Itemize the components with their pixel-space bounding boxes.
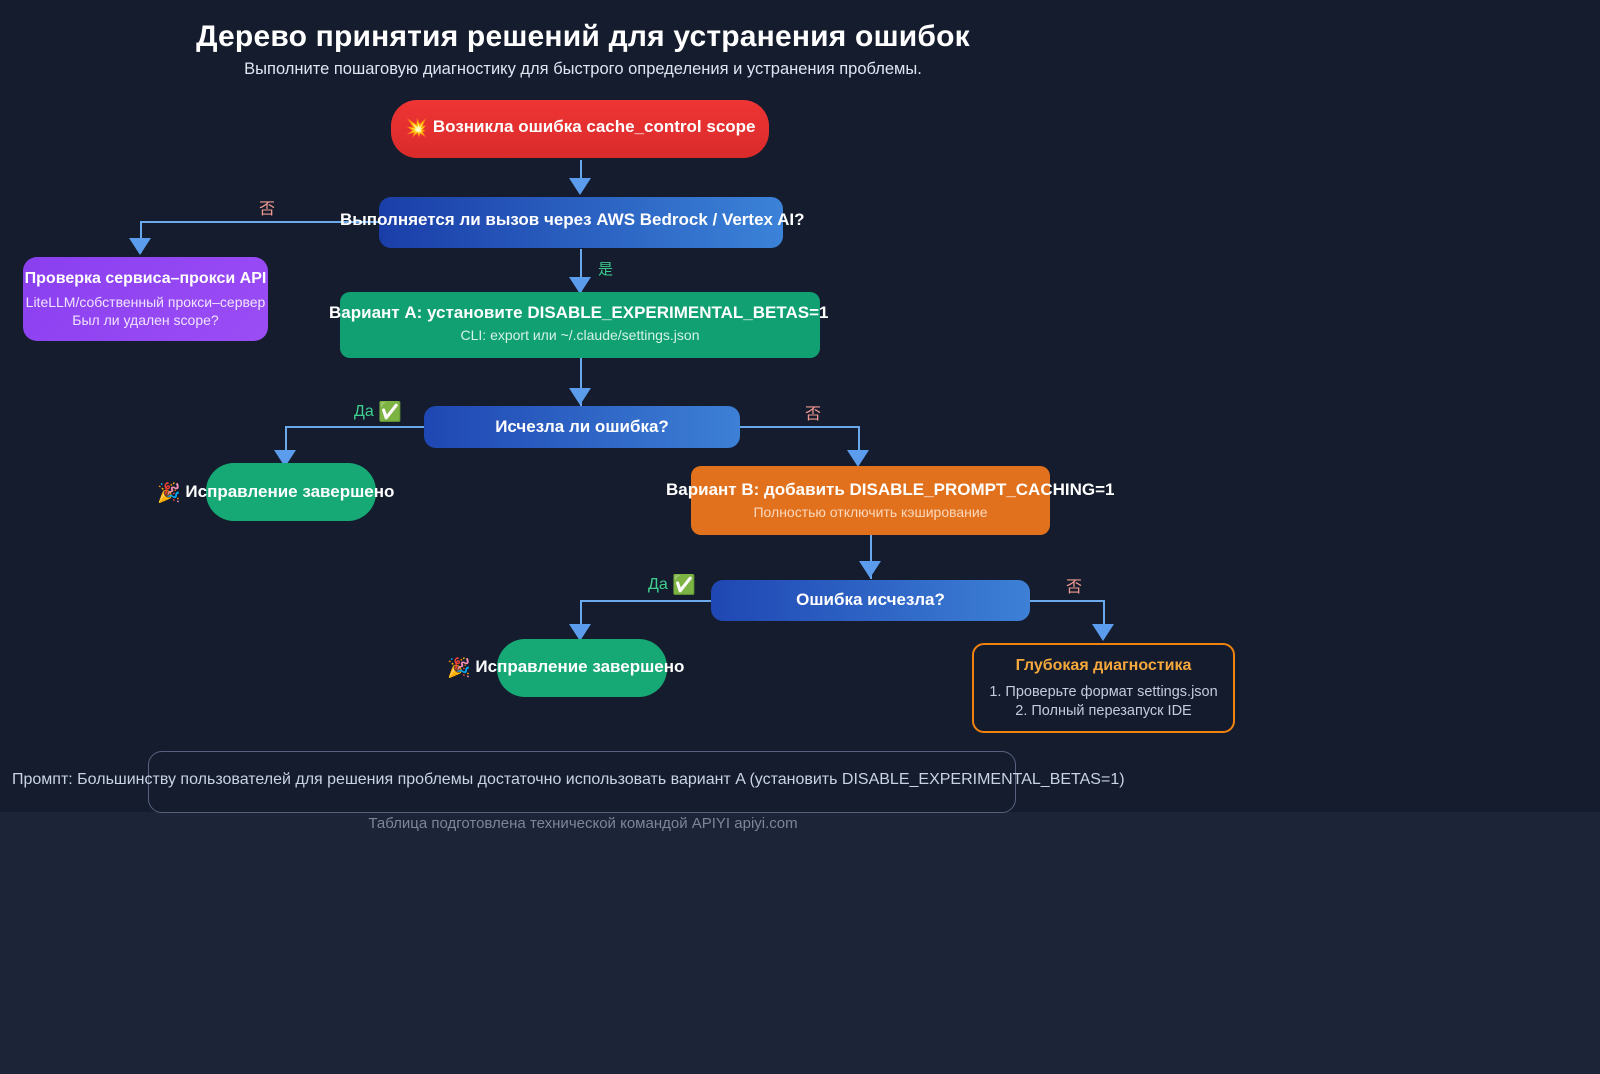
prompt-note-text: Промпт: Большинству пользователей для ре… bbox=[12, 771, 1125, 788]
edge-label-yes-1: 是 bbox=[598, 261, 614, 278]
connector-decision1-yes bbox=[580, 249, 582, 293]
node-success-2-label: 🎉 Исправление завершено bbox=[447, 657, 685, 679]
connector-optionb-to-decision3 bbox=[870, 535, 872, 579]
footer-credit: Таблица подготовлена технической командо… bbox=[368, 815, 798, 832]
connector-optiona-to-decision2 bbox=[580, 358, 582, 406]
edge-label-no-3: 否 bbox=[1066, 579, 1083, 596]
arrow-decision3 bbox=[859, 561, 881, 578]
edge-label-no-2: 否 bbox=[805, 406, 822, 423]
node-decision-error-gone-1[interactable]: Исчезла ли ошибка? bbox=[424, 406, 740, 448]
node-decision-bedrock-vertex[interactable] bbox=[379, 197, 783, 248]
arrow-proxy bbox=[129, 238, 151, 255]
node-option-b-title: Вариант B: добавить DISABLE_PROMPT_CACHI… bbox=[666, 480, 1115, 499]
connector-decision2-yes-v bbox=[285, 426, 287, 463]
node-proxy-check-line1: LiteLLM/собственный прокси–сервер bbox=[25, 294, 266, 311]
node-deep-diagnostics-title: Глубокая диагностика bbox=[1015, 657, 1192, 675]
node-option-a-title: Вариант A: установите DISABLE_EXPERIMENT… bbox=[329, 303, 829, 322]
node-decision-error-gone-2-label: Ошибка исчезла? bbox=[796, 590, 945, 610]
node-option-a[interactable]: CLI: export или ~/.claude/settings.json bbox=[340, 292, 820, 358]
node-error-label: 💥 Возникла ошибка cache_control scope bbox=[404, 117, 756, 140]
arrow-optiona bbox=[569, 277, 591, 294]
arrow-decision1 bbox=[569, 178, 591, 195]
node-option-b-sub: Полностью отключить кэширование bbox=[753, 503, 988, 520]
connector-decision2-no-h bbox=[740, 426, 860, 428]
node-deep-diagnostics-step-1: 1. Проверьте формат settings.json bbox=[989, 684, 1218, 701]
connector-decision3-yes-h bbox=[580, 600, 712, 602]
arrow-optionb bbox=[847, 450, 869, 467]
node-decision-error-gone-2[interactable]: Ошибка исчезла? bbox=[711, 580, 1030, 621]
node-decision-error-gone-1-label: Исчезла ли ошибка? bbox=[495, 416, 669, 436]
edge-label-da-1: Да ✅ bbox=[354, 402, 402, 423]
node-proxy-check[interactable]: Проверка сервиса–прокси API LiteLLM/собс… bbox=[23, 257, 268, 341]
node-proxy-check-title: Проверка сервиса–прокси API bbox=[24, 269, 267, 287]
check-mark-icon-2: ✅ bbox=[672, 575, 696, 596]
party-popper-icon: 🎉 bbox=[157, 483, 181, 504]
connector-decision2-yes-h bbox=[285, 426, 425, 428]
explosion-icon: 💥 bbox=[404, 118, 429, 140]
connector-error-to-decision1 bbox=[580, 160, 582, 190]
arrow-deep-diagnostics bbox=[1092, 624, 1114, 641]
node-success-1-label: 🎉 Исправление завершено bbox=[157, 482, 395, 504]
connector-decision3-yes-v bbox=[580, 600, 582, 637]
node-success-1[interactable] bbox=[206, 463, 376, 521]
node-option-b[interactable]: Полностью отключить кэширование bbox=[691, 466, 1050, 535]
diagram-plate bbox=[0, 0, 1600, 812]
node-proxy-check-line2: Был ли удален scope? bbox=[72, 311, 219, 328]
arrow-success1 bbox=[274, 450, 296, 467]
edge-label-no-1: 否 bbox=[259, 201, 276, 218]
connector-decision2-no-v bbox=[858, 426, 860, 463]
node-success-2[interactable] bbox=[497, 639, 667, 697]
node-option-a-sub: CLI: export или ~/.claude/settings.json bbox=[460, 327, 700, 344]
node-deep-diagnostics[interactable]: Глубокая диагностика 1. Проверьте формат… bbox=[972, 643, 1235, 733]
page-subtitle: Выполните пошаговую диагностику для быст… bbox=[244, 60, 922, 78]
page-title: Дерево принятия решений для устранения о… bbox=[196, 20, 970, 53]
arrow-success2 bbox=[569, 624, 591, 641]
check-mark-icon-1: ✅ bbox=[378, 402, 402, 423]
connector-decision3-no-h bbox=[1030, 600, 1105, 602]
node-deep-diagnostics-step-2: 2. Полный перезапуск IDE bbox=[1015, 702, 1192, 719]
arrow-decision2 bbox=[569, 388, 591, 405]
edge-label-da-2: Да ✅ bbox=[648, 575, 696, 596]
node-error[interactable]: 💥 Возникла ошибка cache_control scope bbox=[391, 100, 769, 158]
connector-decision3-no-v bbox=[1103, 600, 1105, 637]
node-decision-bedrock-vertex-label: Выполняется ли вызов через AWS Bedrock /… bbox=[340, 210, 805, 229]
party-popper-icon-2: 🎉 bbox=[447, 658, 471, 679]
prompt-note-box bbox=[148, 751, 1016, 813]
connector-decision1-no-v bbox=[140, 221, 142, 253]
connector-decision1-no-h bbox=[140, 221, 580, 223]
